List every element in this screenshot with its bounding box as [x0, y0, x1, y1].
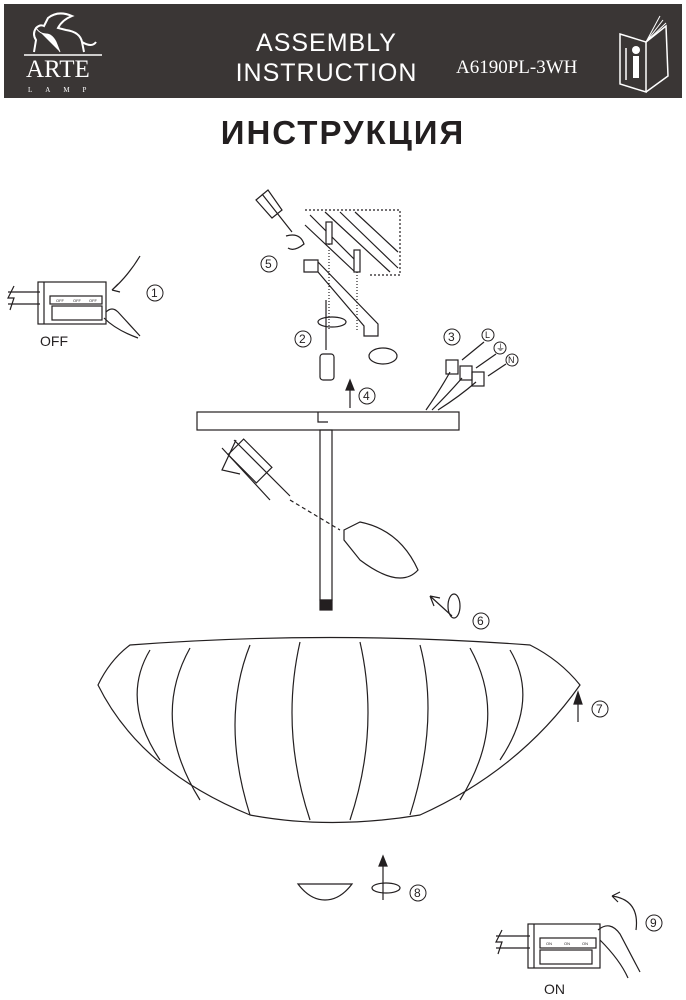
logo-text: ARTE	[26, 56, 90, 83]
switch-key-label: ON	[582, 941, 588, 946]
step-5: 5	[265, 257, 272, 271]
step-8: 8	[414, 886, 421, 900]
title-line-2: INSTRUCTION	[235, 59, 418, 87]
page-heading: ИНСТРУКЦИЯ	[220, 114, 466, 151]
step-markers: 1 2 3 4 5 6 7 8 9	[146, 255, 663, 932]
canopy-base	[196, 378, 461, 619]
step-7: 7	[596, 702, 603, 716]
title-line-1: ASSEMBLY	[256, 29, 397, 57]
wire-live-label: L	[485, 330, 490, 340]
info-manual-icon	[619, 15, 669, 94]
wire-earth-label: ⏚	[496, 343, 505, 353]
switch-off-label: OFF	[40, 333, 68, 349]
lamp-shade	[97, 636, 583, 824]
wire-labels: L ⏚ N	[481, 328, 519, 367]
switch-off-illustration: OFF OFF OFF OFF	[7, 255, 141, 349]
model-number: A6190PL-3WH	[456, 57, 578, 78]
switch-on-label: ON	[544, 981, 565, 997]
step-4: 4	[363, 389, 370, 403]
switch-on-illustration: ON ON ON ON	[495, 891, 641, 997]
wire-connectors	[425, 341, 507, 411]
step-3: 3	[448, 330, 455, 344]
step-1: 1	[151, 286, 158, 300]
switch-key-label: OFF	[56, 298, 65, 303]
step-2: 2	[299, 332, 306, 346]
step-6: 6	[477, 614, 484, 628]
step-9: 9	[650, 916, 657, 930]
header-banner: ARTE LAMP ASSEMBLY INSTRUCTION A6190PL-3…	[4, 4, 682, 98]
wire-neutral-label: N	[508, 355, 515, 365]
switch-key-label: ON	[564, 941, 570, 946]
ceiling-mounting-bracket	[255, 189, 401, 381]
decorative-finial	[296, 854, 401, 901]
switch-key-label: OFF	[73, 298, 82, 303]
switch-key-label: ON	[546, 941, 552, 946]
winged-lion-logo-icon	[24, 12, 102, 56]
switch-key-label: OFF	[89, 298, 98, 303]
document-title: ASSEMBLY INSTRUCTION	[219, 28, 434, 88]
logo-subtext: LAMP	[28, 86, 100, 94]
